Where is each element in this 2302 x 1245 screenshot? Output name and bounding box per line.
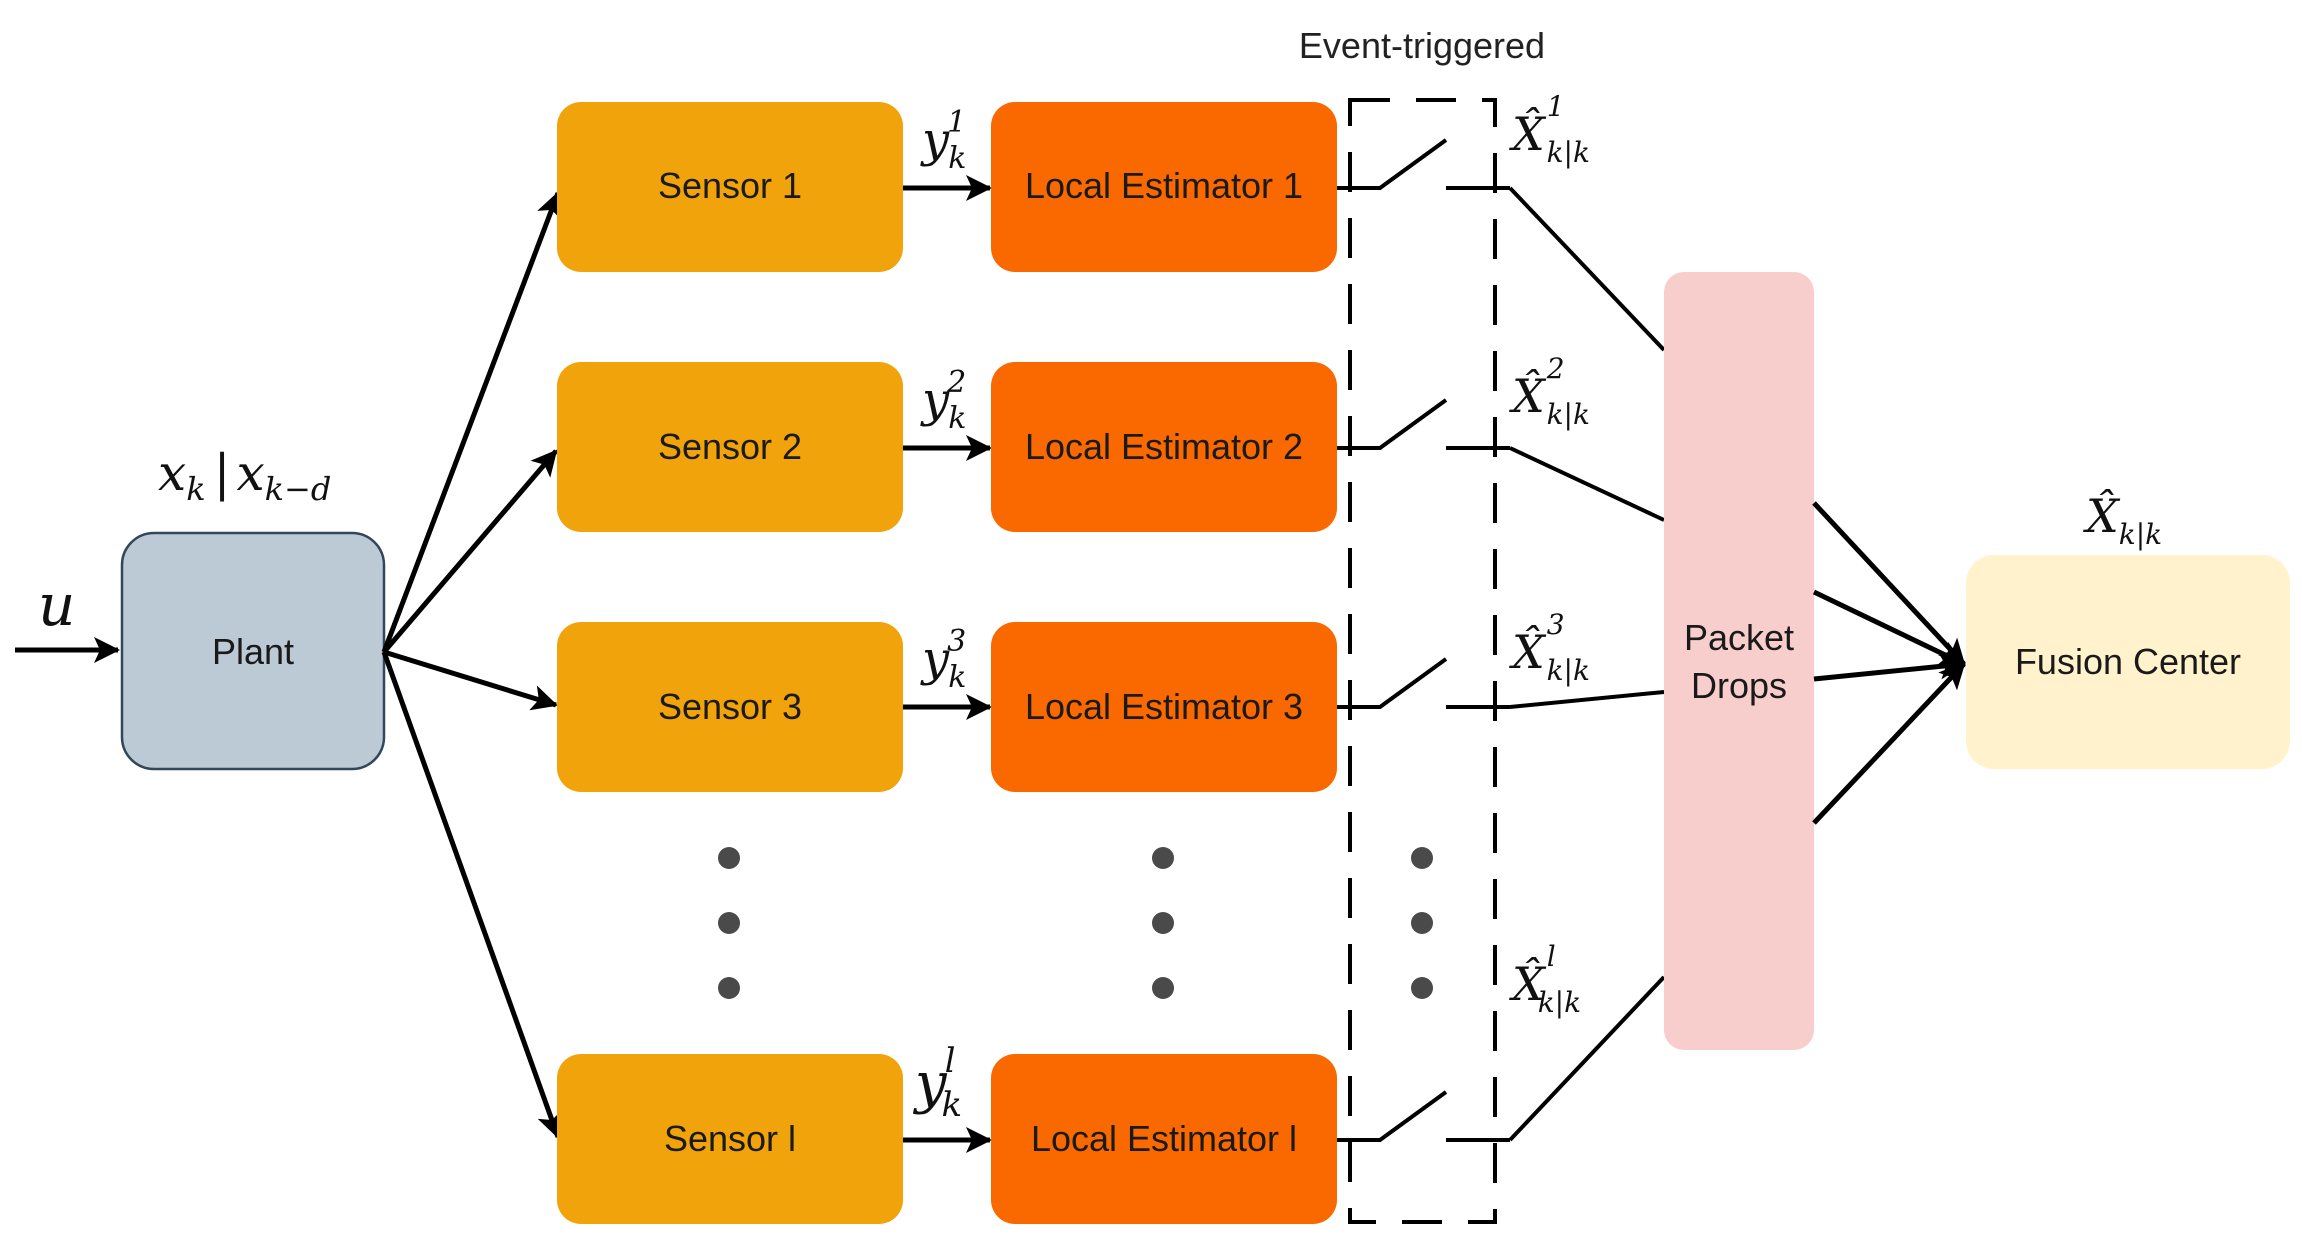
estimator-label-l: Local Estimator l [1031,1118,1297,1159]
estimator-block-l [991,1054,1337,1224]
sensor-block-l [557,1054,903,1224]
event-switches [1337,138,1510,1142]
event-triggered-box [1348,98,1497,1224]
plant-to-sensor-arrows [381,191,563,1139]
estimator-label-3: Local Estimator 3 [1025,686,1303,727]
sensor-block-2 [557,362,903,532]
sensor-block-3 [557,622,903,792]
fusion-center-block: Fusion Center [1966,555,2290,769]
svg-text:X̂3k|k: X̂3k|k [1509,608,1590,687]
input-label: u [38,571,75,639]
sensor-label-3: Sensor 3 [658,686,802,727]
plant-state-label: xk|xk−d [158,444,331,508]
sensor-label-1: Sensor 1 [658,165,802,206]
estimator-block-2 [991,362,1337,532]
estimate-transmission-lines [1508,186,1666,1142]
sensor-block-1 [557,102,903,272]
event-triggered-label: Event-triggered [1299,25,1545,66]
ellipsis-dots [718,847,1433,999]
estimator-block-3 [991,622,1337,792]
svg-text:X̂1k|k: X̂1k|k [1509,90,1590,169]
plant-block: Plant [120,531,386,771]
fusion-center-label: Fusion Center [2015,641,2241,682]
estimator-label-1: Local Estimator 1 [1025,165,1303,206]
sensor-label-2: Sensor 2 [658,426,802,467]
svg-text:X̂k|k: X̂k|k [2083,489,2162,551]
fusion-arrows [1812,501,1966,825]
sensor-label-l: Sensor l [664,1118,796,1159]
svg-text:X̂2k|k: X̂2k|k [1509,352,1590,431]
plant-label: Plant [212,631,294,672]
svg-text:X̂lk|k: X̂lk|k [1509,940,1581,1019]
fused-estimate-label: X̂k|k [2083,489,2162,551]
svg-text:xk|xk−d: xk|xk−d [158,444,331,508]
estimator-label-2: Local Estimator 2 [1025,426,1303,467]
estimator-block-1 [991,102,1337,272]
